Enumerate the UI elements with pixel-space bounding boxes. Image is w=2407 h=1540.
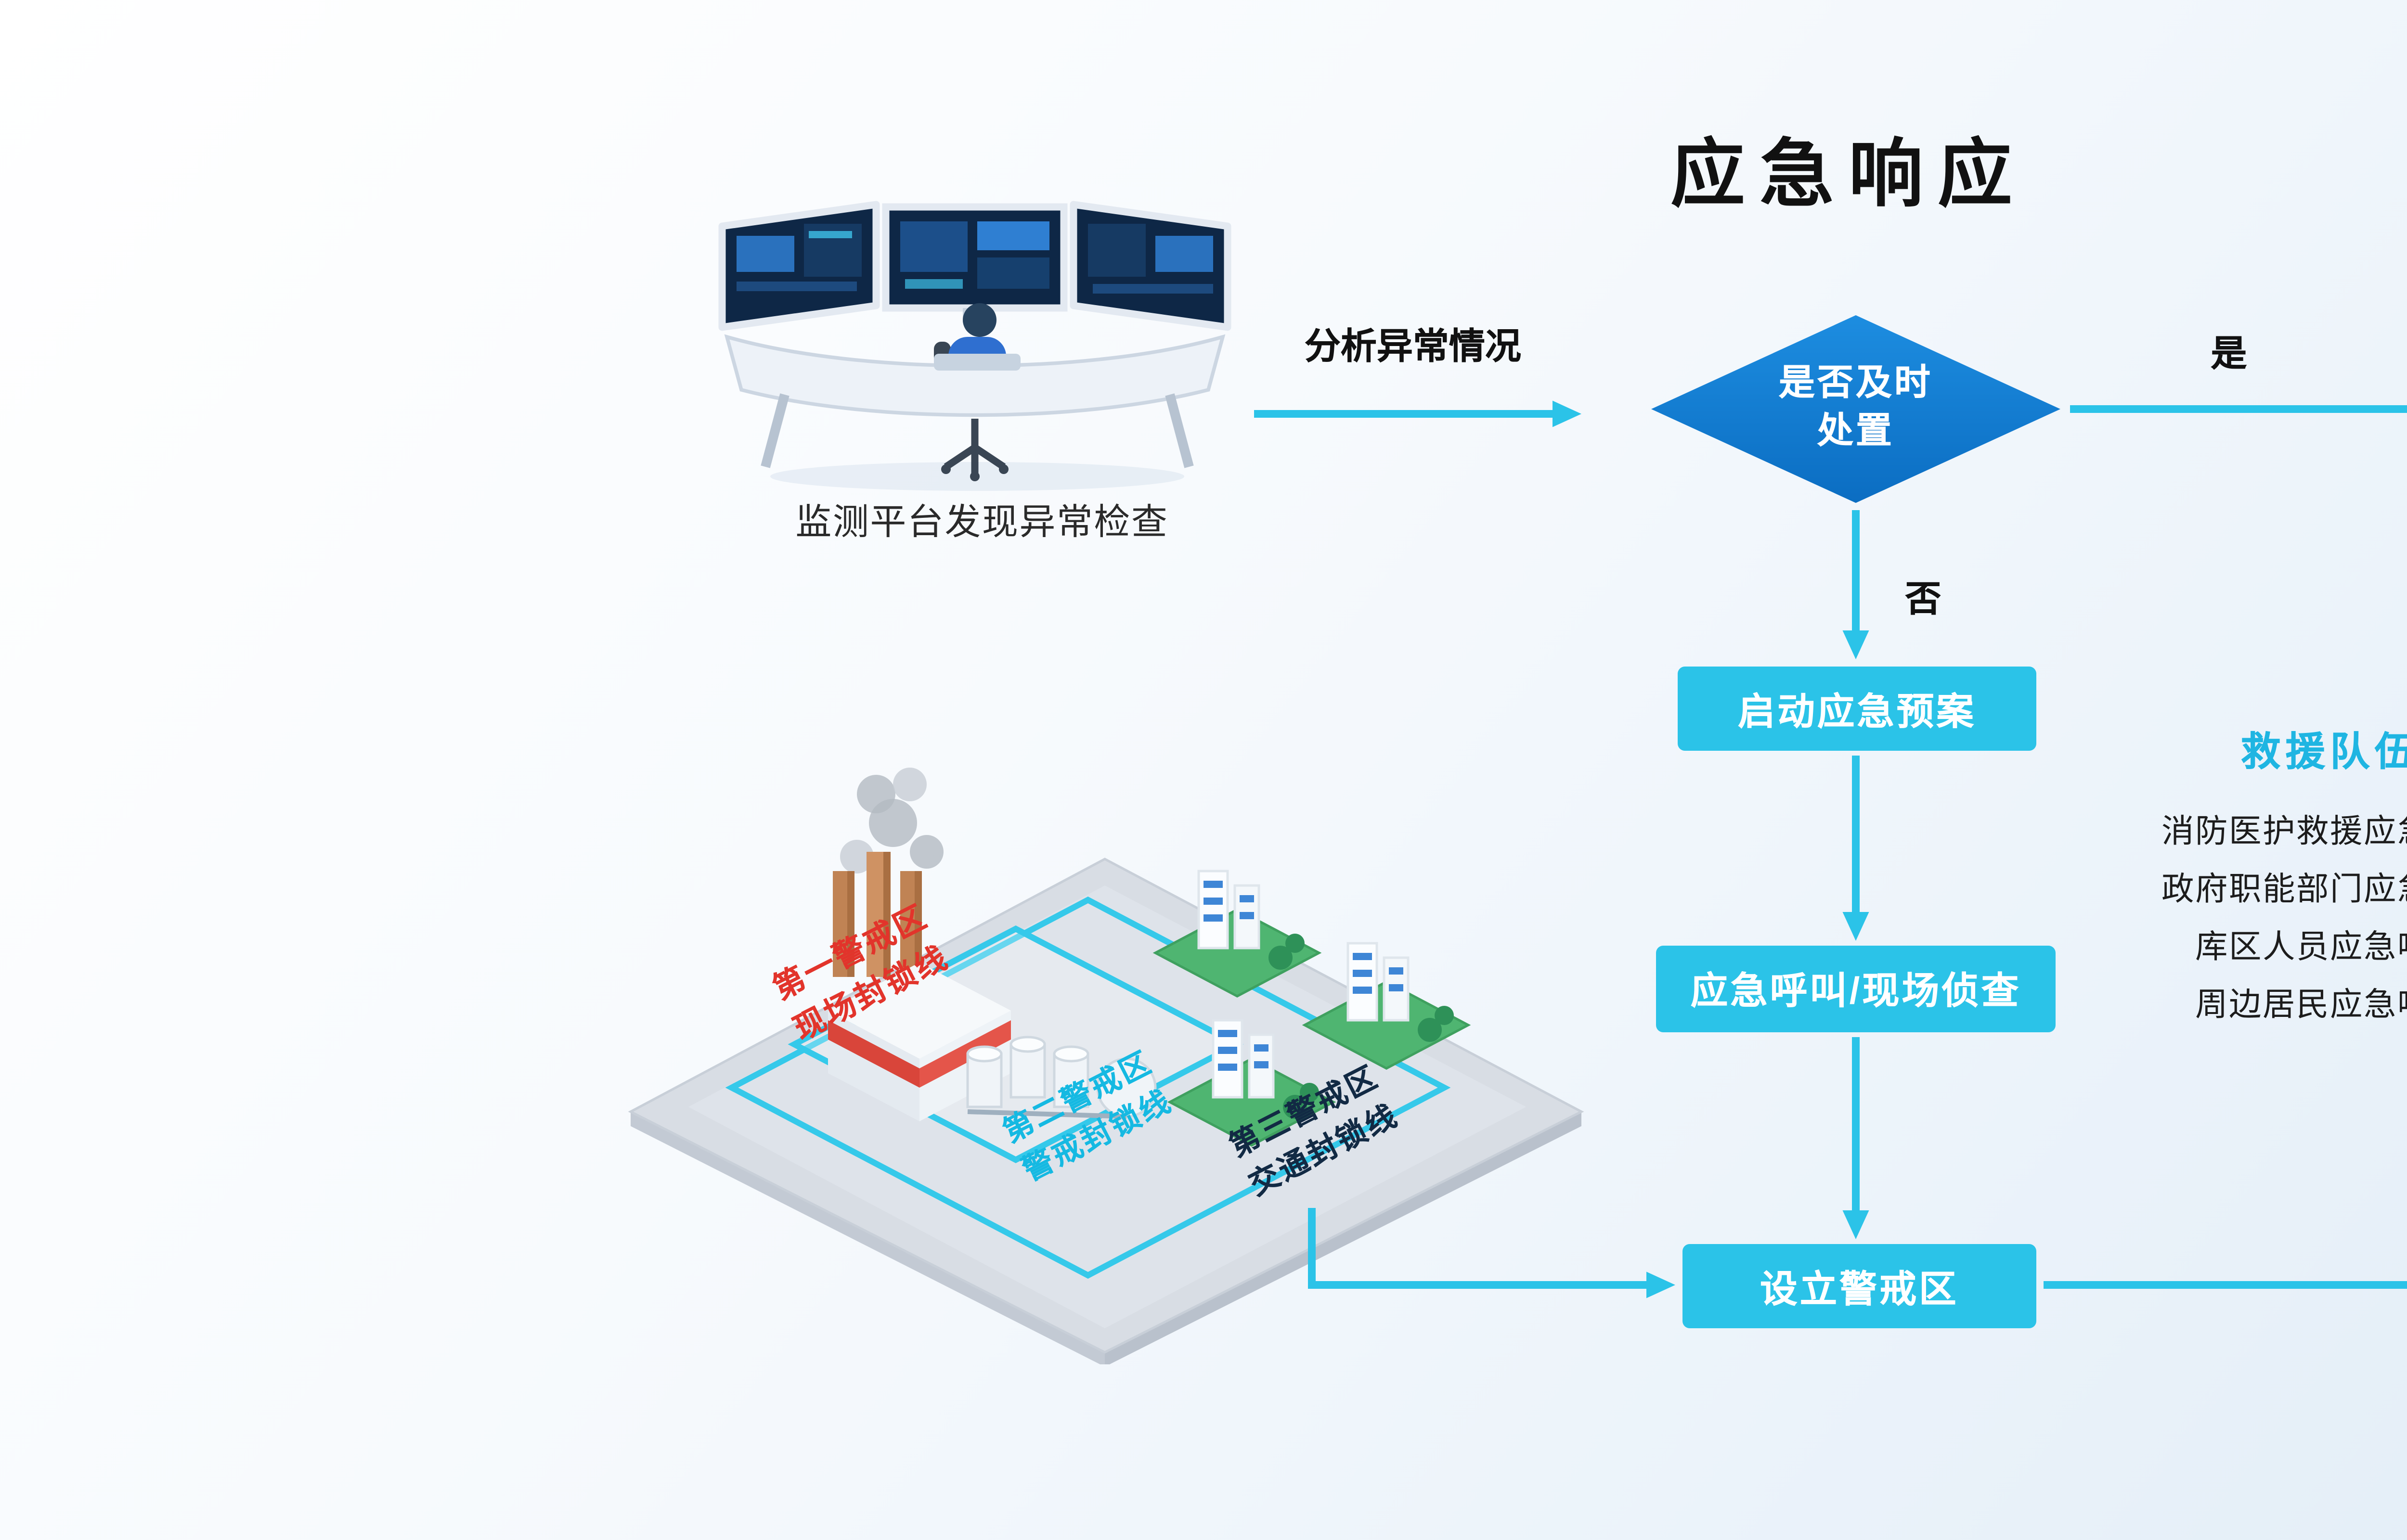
factory-zone-illustration: [628, 768, 1584, 1364]
decision-line2: 处置: [1817, 411, 1894, 452]
rescue-item-fire-medical: 消防医护救援应急呼叫: [2161, 813, 2407, 849]
decision-diamond: 是否及时 处置: [1651, 315, 2060, 503]
storage-tanks: [966, 1036, 1157, 1119]
green-building-pad: [1152, 870, 1322, 998]
rescue-team-section: 救援队伍 消防医护救援应急呼叫 政府职能部门应急呼叫 库区人员应急呼叫 周边居民…: [2099, 719, 2407, 1035]
green-building-pad: [1302, 942, 1471, 1070]
yes-label: 是: [2211, 334, 2247, 375]
monitor-caption: 监测平台发现异常检查: [795, 503, 1169, 544]
factory-plant: [828, 768, 1157, 1121]
rescue-item-residents: 周边居民应急呼叫: [2195, 987, 2407, 1023]
monitor-screen-left: [718, 201, 880, 331]
no-label: 否: [1905, 580, 1941, 621]
green-building-pad: [1167, 1019, 1336, 1147]
smoke-puff: [840, 840, 874, 873]
smoke-puff: [910, 835, 944, 869]
rescue-item-government: 政府职能部门应急呼叫: [2161, 871, 2407, 907]
monitor-screen-right: [1070, 201, 1231, 331]
decision-line1: 是否及时: [1778, 362, 1933, 404]
step-call-box: 应急呼叫/现场侦查: [1656, 946, 2056, 1032]
office-chair: [941, 419, 1009, 481]
monitoring-station-illustration: [718, 201, 1231, 491]
control-desk: [724, 334, 1226, 468]
rescue-team-heading: 救援队伍: [2241, 732, 2407, 775]
zone-boundary-outer: [725, 896, 1451, 1279]
smoke-puff: [869, 799, 917, 847]
step-plan-box: 启动应急预案: [1678, 667, 2036, 751]
rescue-item-depot-staff: 库区人员应急呼叫: [2195, 929, 2407, 965]
step-zone-box: 设立警戒区: [1682, 1244, 2036, 1328]
analyze-arrow-label: 分析异常情况: [1304, 327, 1521, 368]
factory-building: [828, 962, 1011, 1121]
page-title: 应急响应: [1670, 132, 2027, 217]
smoke-puff: [893, 768, 927, 801]
monitor-screen-center: [882, 203, 1068, 312]
chimneys: [833, 852, 922, 977]
